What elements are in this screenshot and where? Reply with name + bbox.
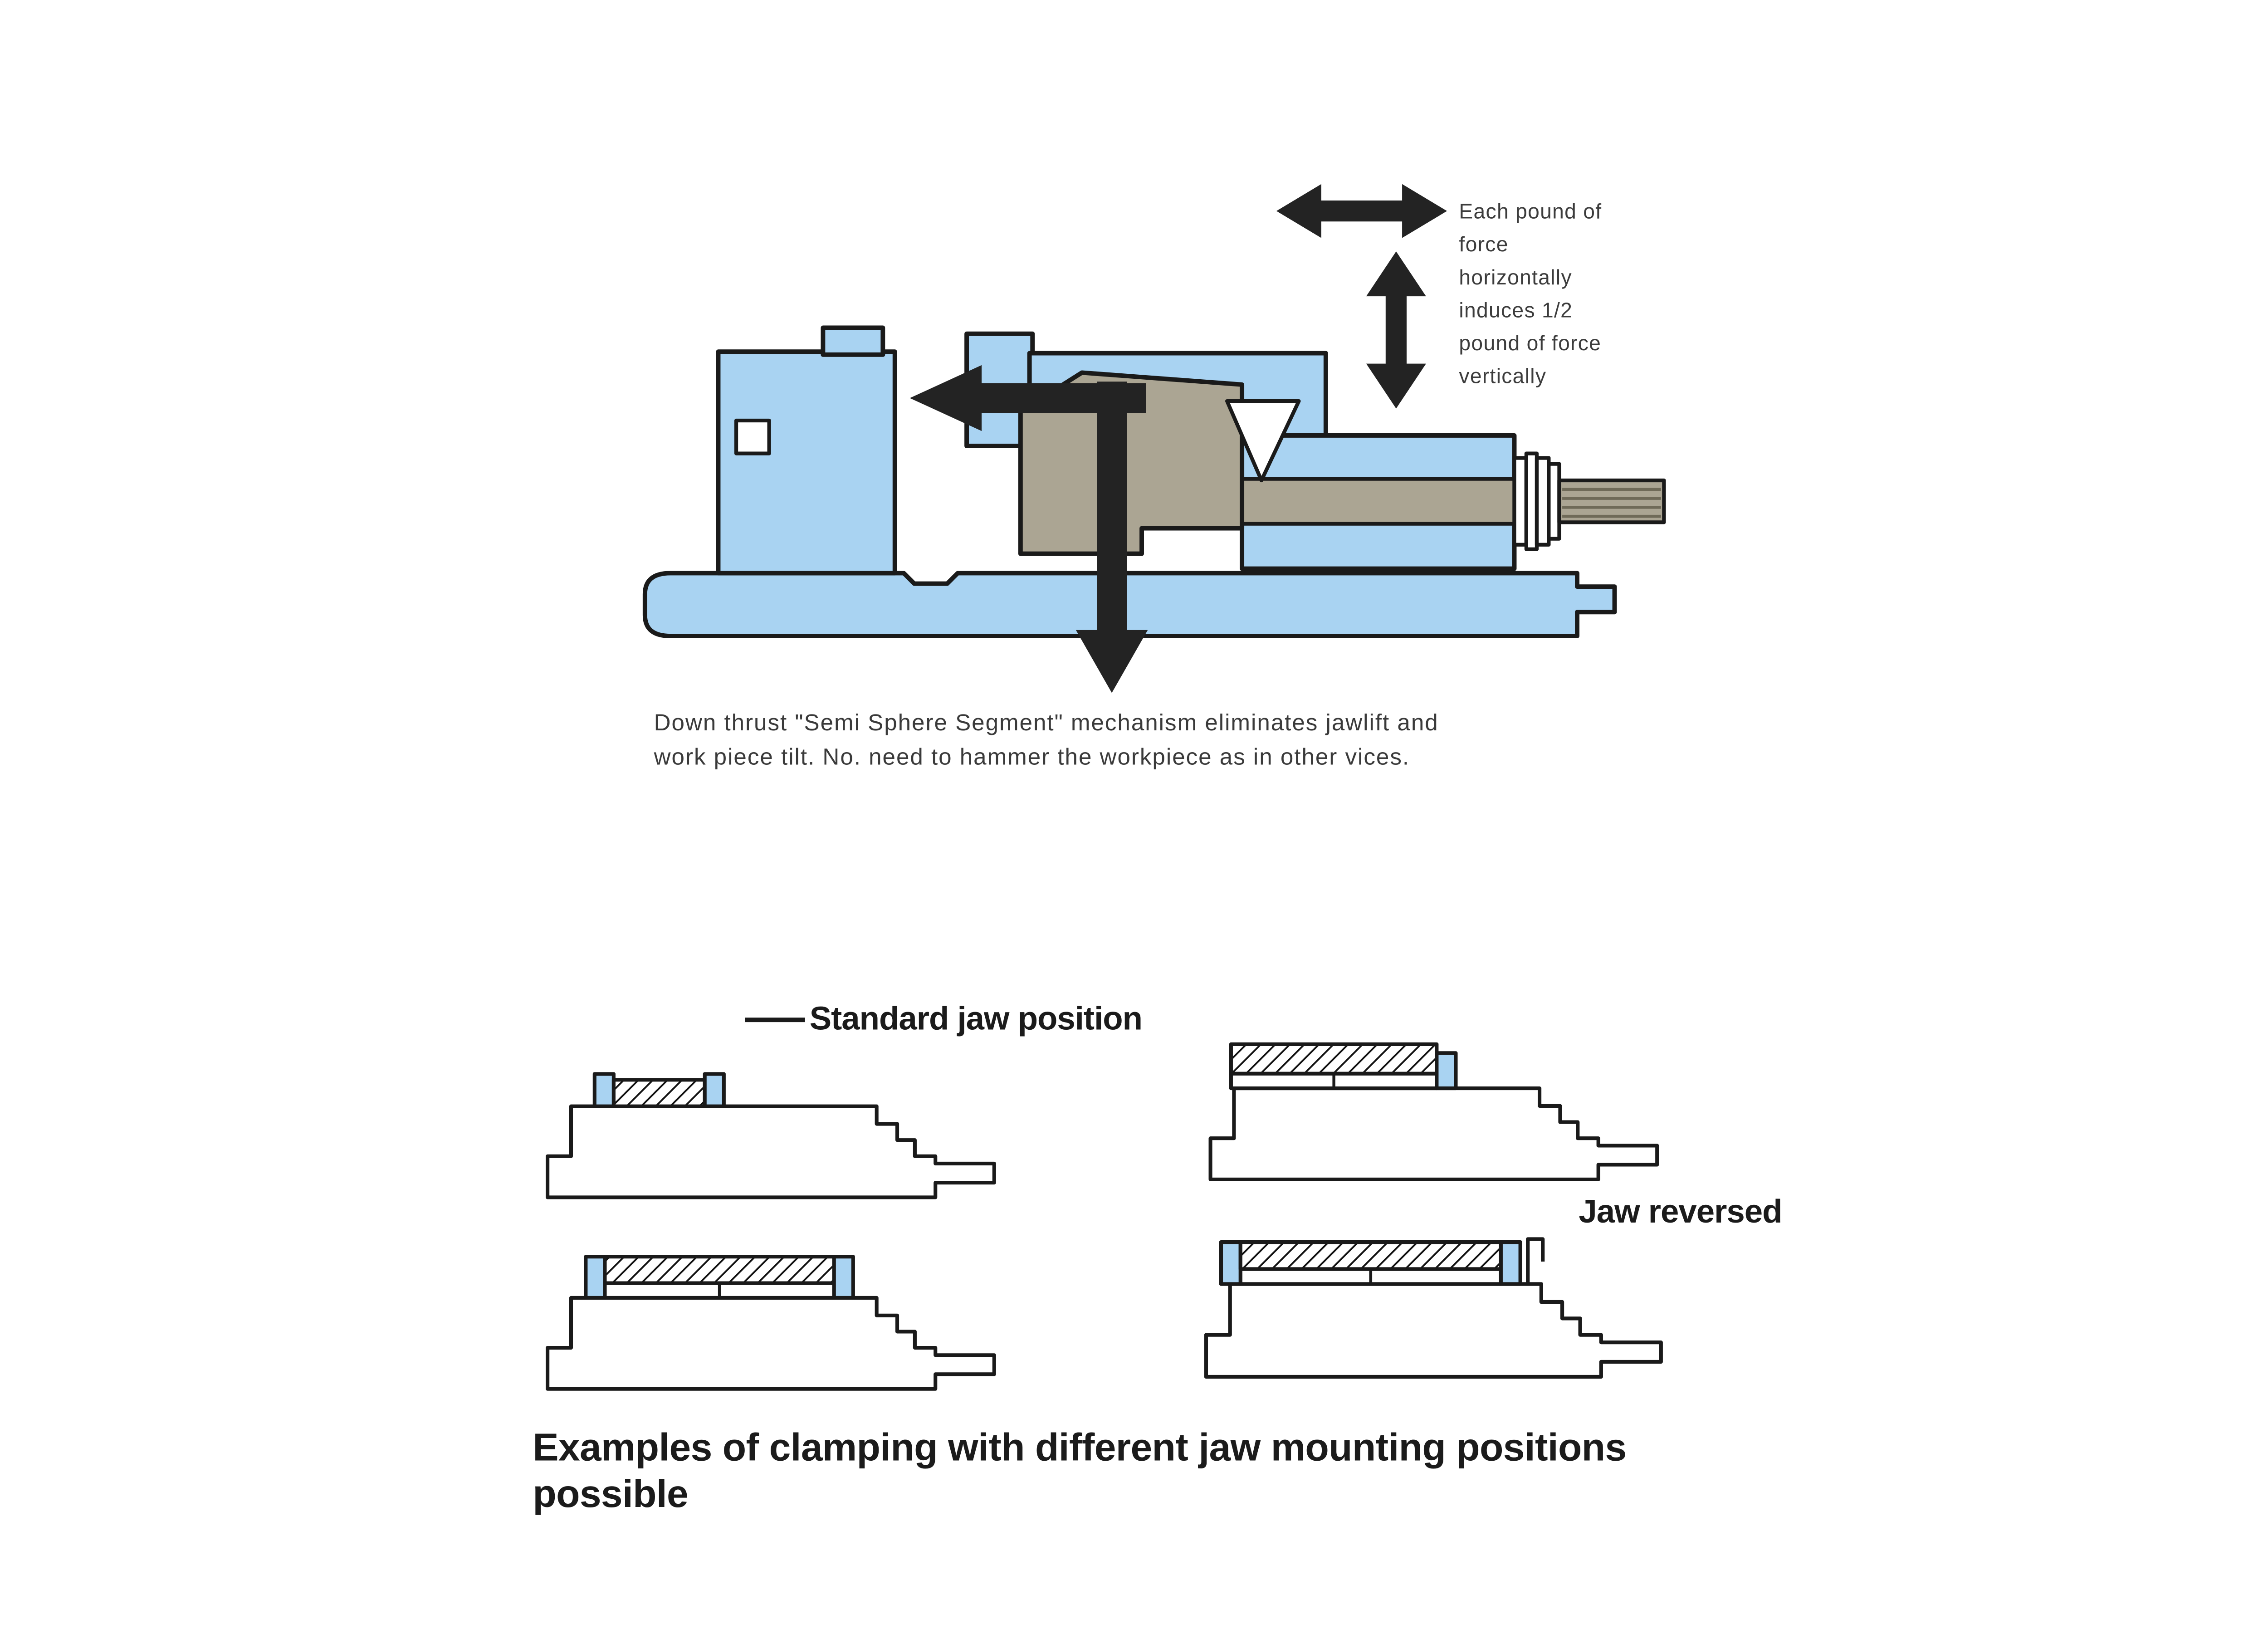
vise-bed-outline	[546, 1296, 996, 1391]
down-thrust-arrow	[1075, 382, 1148, 693]
wedge-notch	[1225, 399, 1301, 483]
vise-cross-section-diagram	[642, 325, 1666, 693]
screw-collar	[1512, 451, 1561, 551]
fixed-jaw-tower	[821, 325, 885, 357]
vise-bed-outline	[1204, 1282, 1663, 1379]
fixed-jaw-block	[716, 349, 897, 576]
jaw-plate	[1219, 1240, 1242, 1286]
jaw-plate	[832, 1255, 855, 1300]
threaded-screw-end	[1557, 478, 1666, 524]
jaw-plate	[1435, 1051, 1458, 1091]
reversed-jaw-bracket	[1526, 1237, 1545, 1284]
force-ratio-arrows	[1276, 184, 1447, 409]
mount-hole	[734, 418, 771, 455]
vise-bed-outline	[546, 1104, 996, 1199]
jaw-plate	[592, 1072, 616, 1108]
clamp-example-bottom-left	[546, 1255, 996, 1391]
jaw-reversed-label: Jaw reversed	[1579, 1193, 1782, 1230]
workpiece	[1238, 1240, 1503, 1271]
horizontal-thrust-arrow	[909, 365, 1146, 431]
workpiece	[611, 1078, 707, 1108]
jaw-plate	[1499, 1240, 1522, 1286]
standard-jaw-position-label: Standard jaw position	[809, 999, 1143, 1037]
horizontal-force-arrow	[1276, 184, 1447, 238]
clamp-example-bottom-right	[1204, 1237, 1663, 1379]
lead-screw-bar	[1240, 477, 1516, 526]
standard-jaw-label-row: Standard jaw position	[745, 999, 1143, 1039]
bottom-caption: Examples of clamping with different jaw …	[533, 1424, 1627, 1516]
vertical-force-arrow	[1366, 251, 1426, 409]
clamp-example-top-left	[546, 1072, 996, 1199]
workpiece	[1229, 1042, 1439, 1076]
clamp-example-top-right	[1208, 1042, 1659, 1181]
vise-bed-outline	[1208, 1086, 1659, 1181]
vise-caption: Down thrust "Semi Sphere Segment" mechan…	[654, 710, 1439, 771]
force-note: Each pound of force horizontally induces…	[1459, 199, 1602, 388]
workpiece	[603, 1255, 836, 1285]
jaw-plate	[584, 1255, 607, 1300]
leader-line	[745, 1017, 805, 1022]
vise-base	[642, 571, 1617, 638]
jaw-plate	[703, 1072, 726, 1108]
